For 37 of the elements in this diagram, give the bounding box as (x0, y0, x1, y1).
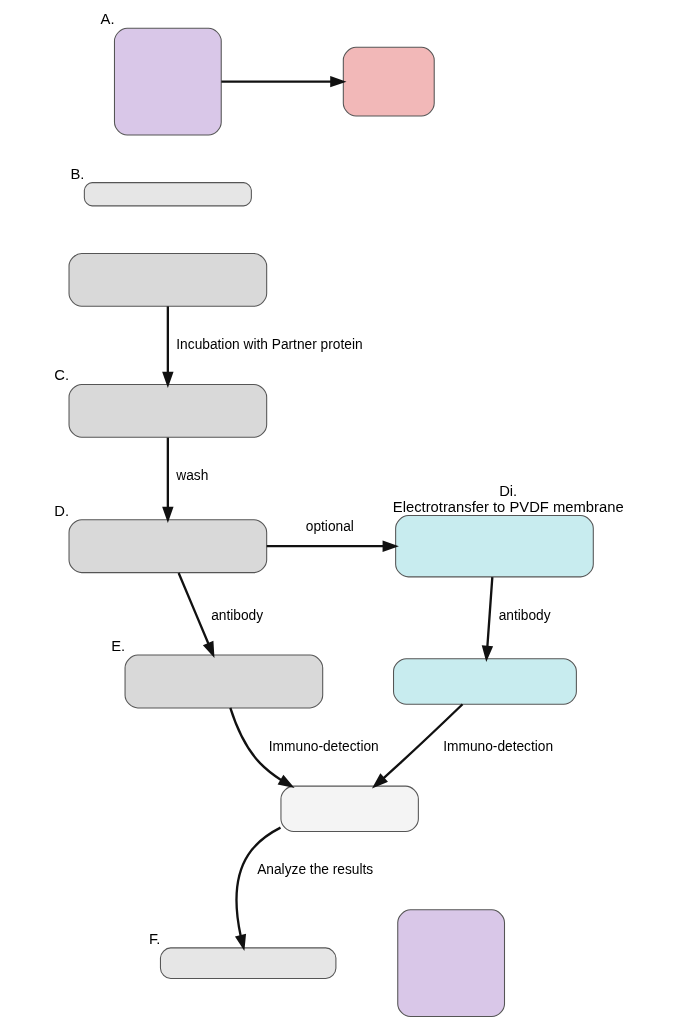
node-label: C. (54, 367, 70, 384)
arrow (162, 437, 174, 524)
node-label: Di. (499, 482, 518, 499)
edge-label: optional (305, 518, 354, 534)
node-label: F. (148, 930, 161, 947)
node-box (68, 519, 268, 574)
arrow (266, 540, 399, 552)
arrow (162, 306, 174, 388)
node-box (393, 658, 577, 705)
node-box (68, 252, 268, 307)
arrow (229, 707, 295, 788)
node-box (280, 785, 419, 833)
node-label: D. (54, 502, 70, 519)
node-box (159, 947, 337, 980)
node-box (113, 27, 222, 136)
edge-label: antibody (211, 607, 264, 623)
arrow (481, 577, 494, 663)
edge-label: Analyze the results (257, 862, 374, 878)
node-box (397, 909, 506, 1018)
node-box (124, 654, 324, 709)
node-label: A. (100, 11, 115, 28)
edge-label: Incubation with Partner protein (176, 336, 363, 352)
edge-label: wash (176, 468, 209, 484)
node-label: B. (70, 165, 85, 182)
edge-label: antibody (498, 607, 551, 623)
edge-label: Immuno-detection (268, 738, 379, 754)
node-box (395, 515, 594, 578)
edge-label: Immuno-detection (443, 738, 554, 754)
node-label: Electrotransfer to PVDF membrane (392, 498, 624, 515)
node-box (342, 46, 435, 117)
arrow (371, 703, 464, 789)
node-label: E. (111, 638, 126, 655)
node-box (68, 383, 268, 438)
arrow (234, 826, 282, 951)
arrow (221, 75, 347, 88)
node-box (83, 182, 252, 207)
arrow (177, 572, 215, 659)
